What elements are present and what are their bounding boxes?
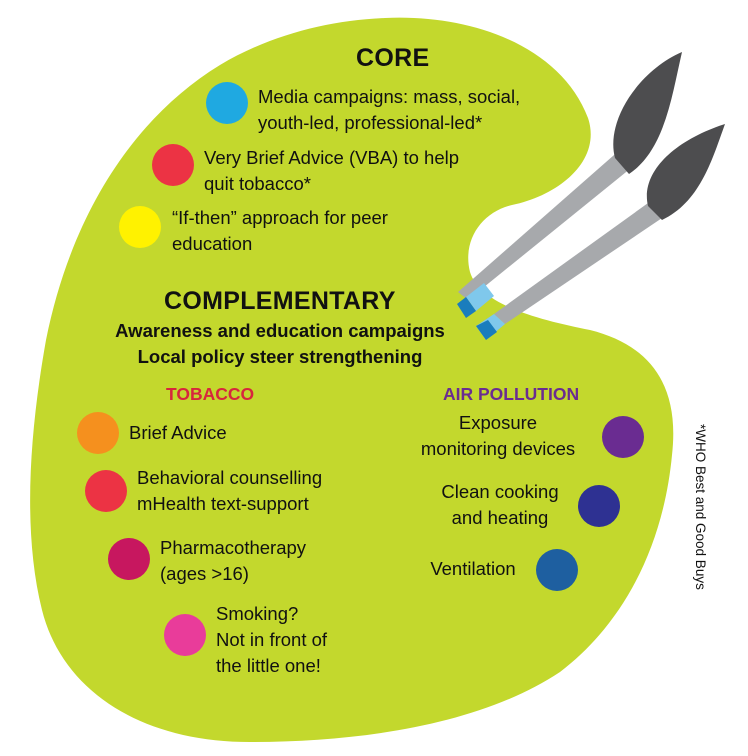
crimson-dot-icon [108, 538, 150, 580]
air-item-ventilation: Ventilation [430, 558, 516, 579]
complementary-subtitle: Awareness and education campaigns Local … [115, 320, 445, 367]
palette-shape [30, 17, 674, 742]
core-heading: CORE [356, 44, 430, 72]
air-pollution-heading: AIR POLLUTION [443, 384, 580, 404]
indigo-dot-icon [578, 485, 620, 527]
red-dot-icon [152, 144, 194, 186]
red-dot-icon [85, 470, 127, 512]
purple-dot-icon [602, 416, 644, 458]
air-item-exposure: Exposure monitoring devices [420, 412, 576, 459]
blue-dot-icon [536, 549, 578, 591]
tobacco-item-pharmacotherapy: Pharmacotherapy (ages >16) [160, 537, 307, 584]
core-item-if-then: “If-then” approach for peer education [172, 207, 388, 254]
core-item-vba: Very Brief Advice (VBA) to help quit tob… [204, 147, 460, 194]
air-item-clean-cooking: Clean cooking and heating [441, 481, 559, 528]
tobacco-heading: TOBACCO [166, 384, 255, 404]
tobacco-item-counselling: Behavioral counselling mHealth text-supp… [137, 467, 323, 514]
footnote: *WHO Best and Good Buys [693, 424, 708, 590]
tobacco-item-smoking: Smoking? Not in front of the little one! [216, 603, 328, 676]
pink-dot-icon [164, 614, 206, 656]
complementary-heading: COMPLEMENTARY [164, 287, 396, 315]
tobacco-item-brief-advice: Brief Advice [129, 422, 227, 443]
paintbrush-icon [457, 52, 682, 318]
orange-dot-icon [77, 412, 119, 454]
blue-dot-icon [206, 82, 248, 124]
yellow-dot-icon [119, 206, 161, 248]
paintbrush-icon [476, 124, 725, 340]
core-item-media: Media campaigns: mass, social, youth-led… [258, 86, 521, 133]
